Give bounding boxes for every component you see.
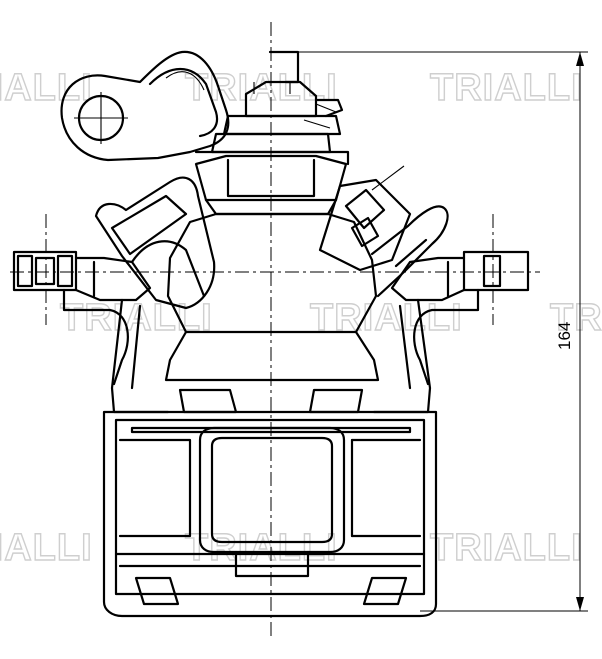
caliper-upper-housing xyxy=(164,212,380,382)
height-dimension: 164 xyxy=(275,51,588,612)
lower-side-blocks xyxy=(118,438,422,538)
central-window xyxy=(198,426,346,578)
caliper-lower-housing xyxy=(102,388,438,618)
watermark-bottom-left: TRIALLI xyxy=(0,527,93,569)
watermark-bottom-right: TRIALLI xyxy=(430,527,583,569)
dimension-164-label: 164 xyxy=(555,322,574,350)
watermark-bottom-center: TRIALLI xyxy=(185,527,338,569)
watermark-top-left: TRIALLI xyxy=(0,67,93,109)
right-mounting-bracket xyxy=(390,250,530,386)
parking-brake-lever xyxy=(60,50,230,162)
watermark-mid-right: TRIALLI xyxy=(550,297,602,339)
watermark-top-right: TRIALLI xyxy=(430,67,583,109)
watermarks: TRIALLI TRIALLI TRIALLI TRIALLI TRIALLI … xyxy=(0,66,602,569)
bleed-screw-section xyxy=(318,165,412,272)
right-upper-arm xyxy=(370,205,449,298)
left-inlet-boss xyxy=(94,176,216,310)
watermark-top-center: TRIALLI xyxy=(185,67,338,109)
cable-bracket xyxy=(210,50,344,154)
left-mounting-bracket xyxy=(12,250,152,386)
top-boss xyxy=(194,150,350,216)
